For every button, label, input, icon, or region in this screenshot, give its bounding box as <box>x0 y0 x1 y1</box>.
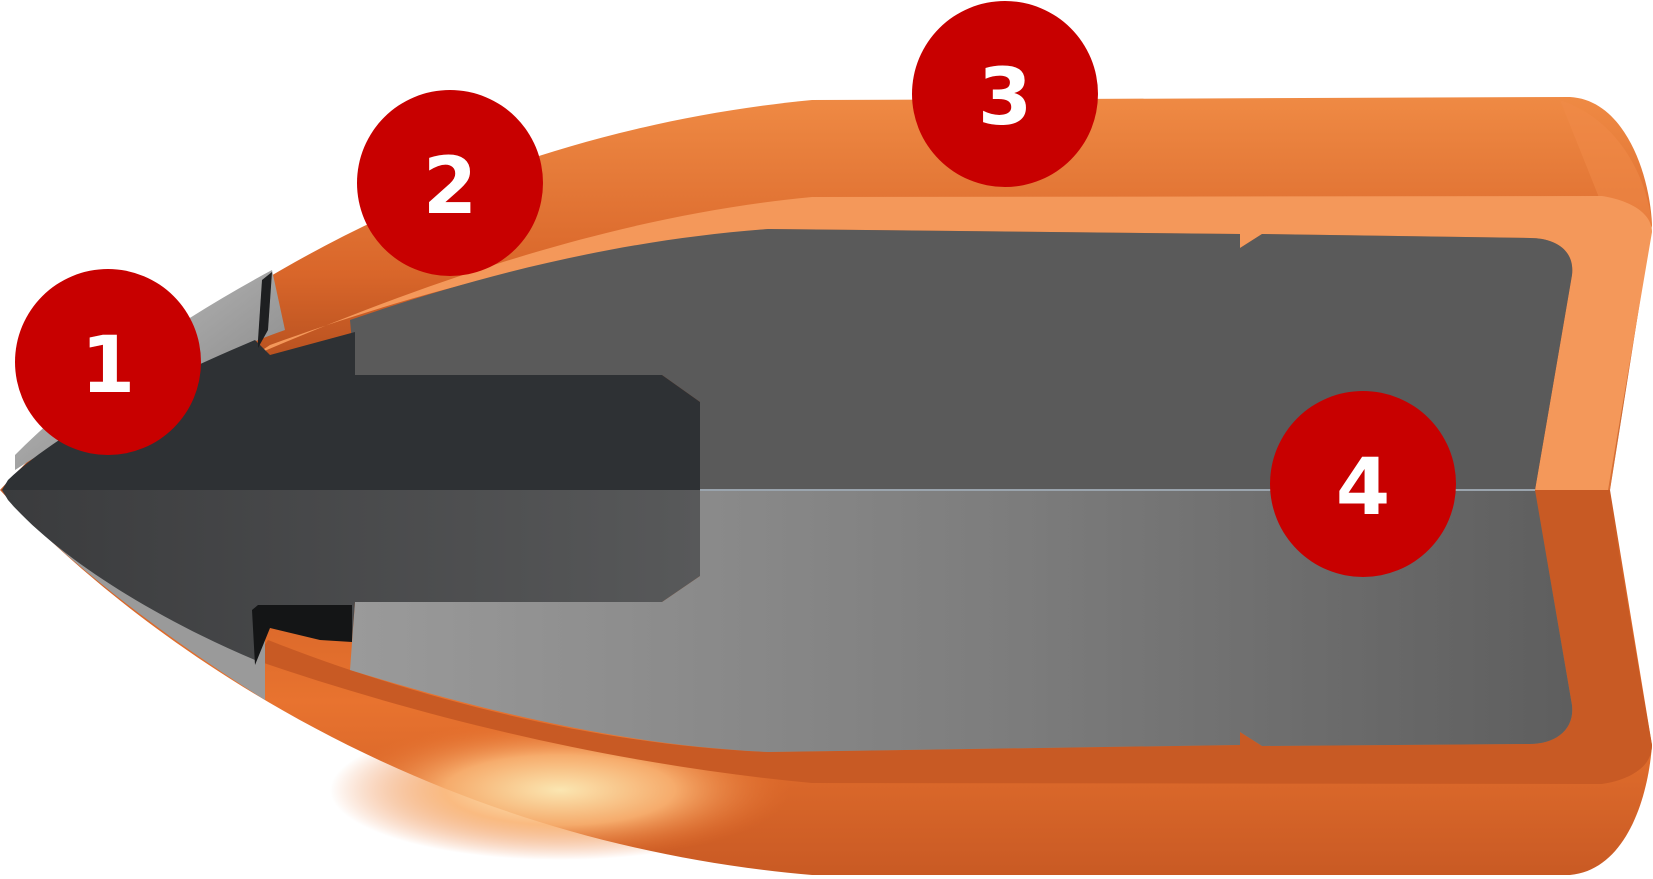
callout-4-label: 4 <box>1336 443 1390 533</box>
penetrator-collar-lower <box>252 605 352 665</box>
penetrator-collar-upper <box>258 272 272 348</box>
callout-4-circle <box>1270 391 1456 577</box>
callout-3: 3 <box>912 1 1098 187</box>
core-lower-half <box>350 490 1573 752</box>
callout-2-circle <box>357 90 543 276</box>
callout-2-label: 2 <box>423 142 477 232</box>
jacket-inner-upper <box>255 196 1652 490</box>
callout-1: 1 <box>15 269 201 455</box>
penetrator-upper-half <box>2 332 700 490</box>
callout-3-circle <box>912 1 1098 187</box>
callout-4: 4 <box>1270 391 1456 577</box>
penetrator-lower-half <box>2 490 700 660</box>
jacket-cut-face <box>255 196 1652 784</box>
callout-1-label: 1 <box>81 321 135 411</box>
callout-3-label: 3 <box>978 53 1032 143</box>
steel-penetrator <box>2 272 700 665</box>
jacket-inner-lower <box>255 490 1652 784</box>
callout-2: 2 <box>357 90 543 276</box>
callout-1-circle <box>15 269 201 455</box>
core-upper-half <box>350 229 1573 490</box>
